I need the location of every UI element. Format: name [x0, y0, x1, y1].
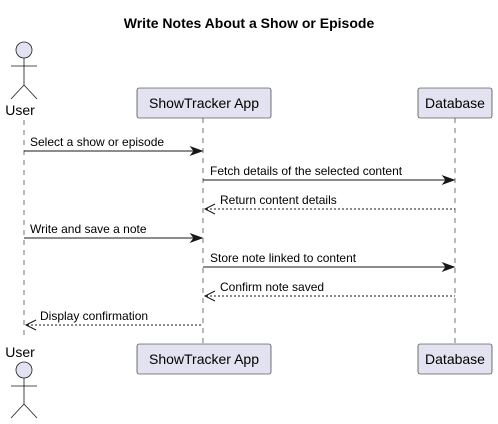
actor-head-icon	[15, 41, 33, 59]
participant-database-label-top: Database	[425, 95, 485, 111]
message-2-label: Fetch details of the selected content	[210, 164, 403, 178]
participant-showtracker-app-top: ShowTracker App	[136, 87, 272, 119]
message-1: Select a show or episode	[24, 135, 204, 157]
message-2: Fetch details of the selected content	[203, 164, 456, 186]
participant-database-label-bottom: Database	[425, 351, 485, 367]
participant-database-top: Database	[417, 87, 493, 119]
arrowhead-icon	[441, 174, 456, 186]
message-1-label: Select a show or episode	[30, 135, 164, 149]
actor-head-icon	[15, 361, 33, 379]
diagram-title: Write Notes About a Show or Episode	[124, 15, 375, 31]
actor-right-leg	[23, 84, 38, 100]
participant-box	[417, 343, 493, 375]
arrowhead-open-icon	[203, 203, 216, 215]
message-4-label: Write and save a note	[30, 222, 147, 236]
arrowhead-open-icon	[203, 290, 216, 302]
participant-box	[136, 87, 272, 119]
message-6: Confirm note saved	[203, 280, 455, 302]
message-3: Return content details	[203, 193, 455, 215]
actor-user-top: User	[5, 41, 38, 118]
message-7: Display confirmation	[24, 309, 203, 331]
participant-showtracker-app-label-bottom: ShowTracker App	[149, 351, 259, 367]
message-4: Write and save a note	[24, 222, 204, 244]
participant-box	[417, 87, 493, 119]
actor-user-bottom: User	[5, 344, 38, 419]
participant-box	[136, 343, 272, 375]
message-5-label: Store note linked to content	[210, 251, 357, 265]
actor-right-leg	[23, 403, 38, 419]
actor-left-leg	[10, 403, 25, 419]
actor-user-label-bottom: User	[5, 344, 35, 360]
arrowhead-icon	[189, 232, 204, 244]
message-5: Store note linked to content	[203, 251, 456, 273]
arrowhead-icon	[189, 145, 204, 157]
message-7-label: Display confirmation	[40, 309, 148, 323]
arrowhead-icon	[441, 261, 456, 273]
actor-left-leg	[10, 84, 25, 100]
arrowhead-open-icon	[24, 319, 37, 331]
participant-showtracker-app-label-top: ShowTracker App	[149, 95, 259, 111]
participant-database-bottom: Database	[417, 343, 493, 375]
message-3-label: Return content details	[220, 193, 337, 207]
participant-showtracker-app-bottom: ShowTracker App	[136, 343, 272, 375]
actor-user-label-top: User	[5, 102, 35, 118]
message-6-label: Confirm note saved	[220, 280, 324, 294]
